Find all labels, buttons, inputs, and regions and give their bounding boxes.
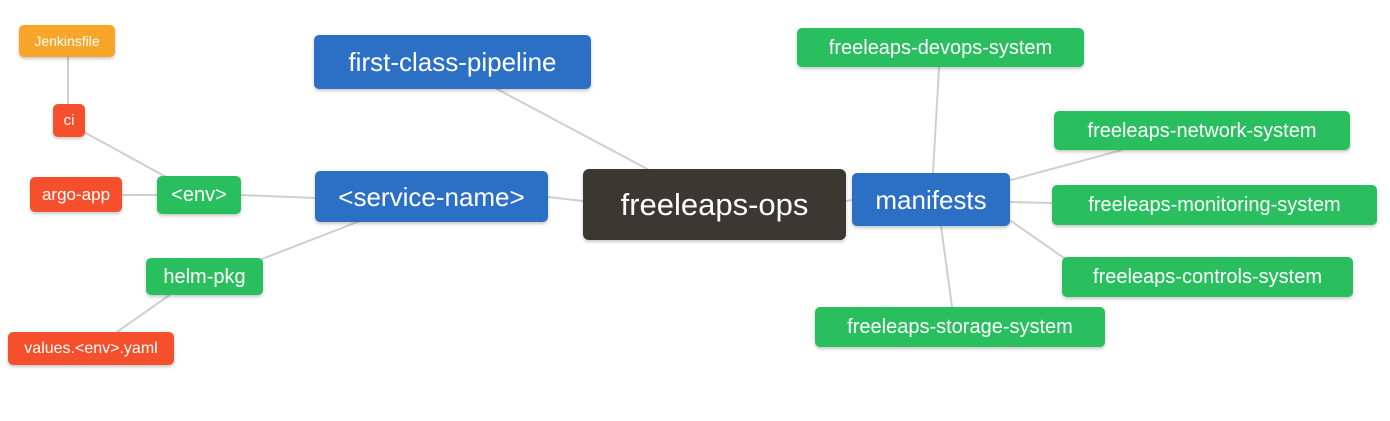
node-freeleaps-ops[interactable]: freeleaps-ops <box>583 169 846 240</box>
node-service-name[interactable]: <service-name> <box>315 171 548 222</box>
node-jenkinsfile[interactable]: Jenkinsfile <box>19 25 115 57</box>
node-freeleaps-monitoring-system[interactable]: freeleaps-monitoring-system <box>1052 185 1377 225</box>
edge-env-service-name <box>240 194 316 199</box>
node-freeleaps-devops-system[interactable]: freeleaps-devops-system <box>797 28 1084 67</box>
edge-manifests-monitoring <box>1009 201 1053 204</box>
node-values-env-yaml[interactable]: values.<env>.yaml <box>8 332 174 365</box>
node-manifests[interactable]: manifests <box>852 173 1010 226</box>
edge-helm-pkg-service-name <box>261 220 361 260</box>
edge-root-manifests <box>845 199 853 202</box>
node-helm-pkg[interactable]: helm-pkg <box>146 258 263 295</box>
node-argo-app[interactable]: argo-app <box>30 177 122 212</box>
edge-manifests-controls <box>1010 220 1065 259</box>
node-env[interactable]: <env> <box>157 176 241 214</box>
node-freeleaps-network-system[interactable]: freeleaps-network-system <box>1054 111 1350 150</box>
edge-manifests-storage <box>940 225 953 308</box>
edge-ci-env <box>83 131 169 179</box>
node-freeleaps-controls-system[interactable]: freeleaps-controls-system <box>1062 257 1353 297</box>
edge-manifests-devops <box>932 67 940 174</box>
node-freeleaps-storage-system[interactable]: freeleaps-storage-system <box>815 307 1105 347</box>
node-ci[interactable]: ci <box>53 104 85 137</box>
node-first-class-pipeline[interactable]: first-class-pipeline <box>314 35 591 89</box>
edge-values-helm-pkg <box>116 293 172 333</box>
edge-manifests-network <box>1010 149 1123 181</box>
edge-service-name-root <box>547 196 584 202</box>
edge-pipeline-root <box>496 88 652 172</box>
